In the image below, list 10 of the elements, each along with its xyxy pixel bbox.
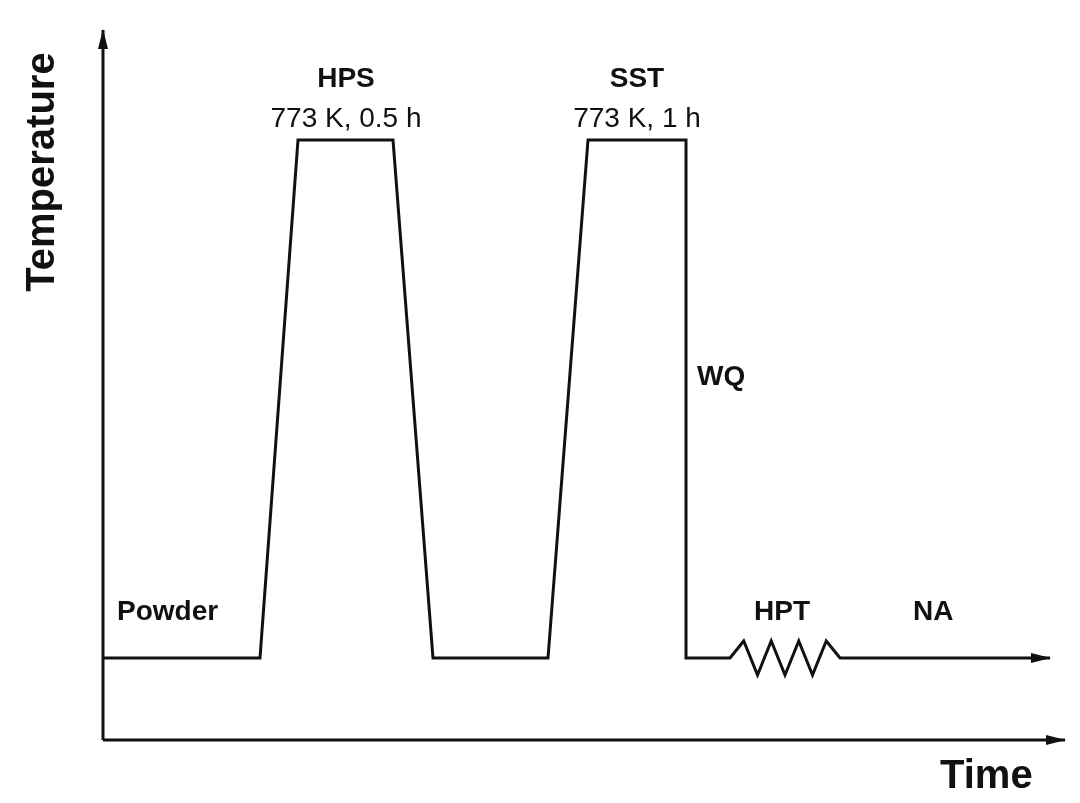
step-label: WQ <box>697 362 746 390</box>
step-label: HPS <box>317 64 375 92</box>
step-label: Powder <box>117 597 219 625</box>
condition-label: 773 K, 0.5 h <box>270 104 422 132</box>
axis-title: Time <box>940 754 1033 794</box>
step-label: NA <box>913 597 954 625</box>
axis-title: Temperature <box>20 52 60 292</box>
condition-label: 773 K, 1 h <box>573 104 701 132</box>
step-label: SST <box>609 64 665 92</box>
step-label: HPT <box>754 597 810 625</box>
